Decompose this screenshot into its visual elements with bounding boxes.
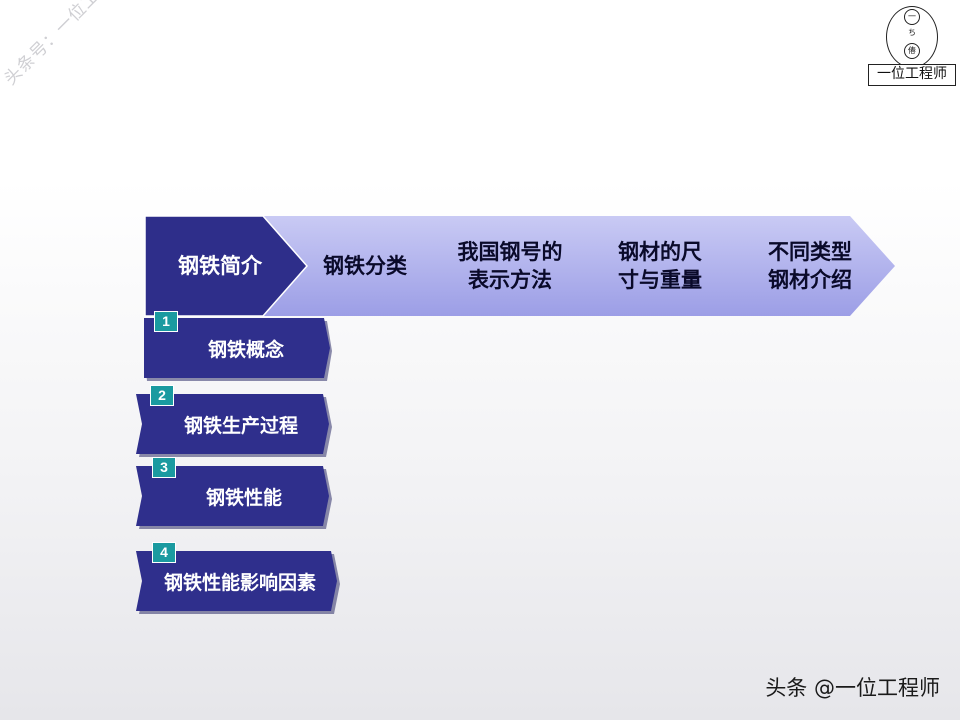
chevron-shape-3 [400, 216, 600, 316]
subitem-shape [136, 466, 332, 529]
subitem-badge: 1 [154, 311, 178, 332]
process-step-label: 不同类型 钢材介绍 [768, 239, 852, 292]
subitem-2[interactable]: 钢铁生产过程 2 [136, 385, 336, 457]
process-step-label: 钢铁简介 [178, 253, 262, 278]
subitem-4[interactable]: 钢铁性能影响因素 4 [136, 542, 346, 614]
subitem-label: 钢铁生产过程 [184, 414, 299, 437]
logo: 一 ち 偆 一位工程师 [866, 6, 958, 88]
process-step-2[interactable]: 钢铁分类 [250, 216, 450, 316]
process-step-1[interactable]: 钢铁简介 [144, 215, 315, 317]
chevron-shape-4 [550, 216, 750, 316]
subitem-label: 钢铁性能 [206, 486, 283, 509]
subitem-label: 钢铁性能影响因素 [164, 571, 317, 594]
watermark-bottom-right: 头条 @一位工程师 [765, 676, 940, 700]
process-step-5[interactable]: 不同类型 钢材介绍 [700, 216, 900, 316]
subitem-badge: 2 [150, 385, 174, 406]
chevron-shape-5 [700, 216, 895, 316]
subitem-shape [136, 551, 340, 614]
logo-label: 一位工程师 [868, 64, 956, 86]
subitem-label: 钢铁概念 [208, 338, 285, 361]
process-step-label: 钢铁分类 [323, 253, 407, 278]
logo-mark-mid: ち [908, 28, 916, 37]
subitem-badge: 3 [152, 457, 176, 478]
subitem-shape [144, 318, 332, 381]
subitem-shape [136, 394, 332, 457]
chevron-shape-1 [144, 215, 308, 317]
subitem-badge: 4 [152, 542, 176, 563]
process-step-label: 钢材的尺 寸与重量 [618, 239, 702, 292]
process-step-4[interactable]: 钢材的尺 寸与重量 [550, 216, 750, 316]
logo-mark-bottom: 偆 [904, 43, 920, 59]
process-step-3[interactable]: 我国钢号的 表示方法 [400, 216, 600, 316]
subitem-3[interactable]: 钢铁性能 3 [136, 457, 336, 529]
process-step-label: 我国钢号的 表示方法 [457, 239, 563, 292]
logo-mark-top: 一 [904, 9, 920, 25]
chevron-shape-2 [250, 216, 450, 316]
subitem-1[interactable]: 钢铁概念 1 [144, 311, 334, 381]
